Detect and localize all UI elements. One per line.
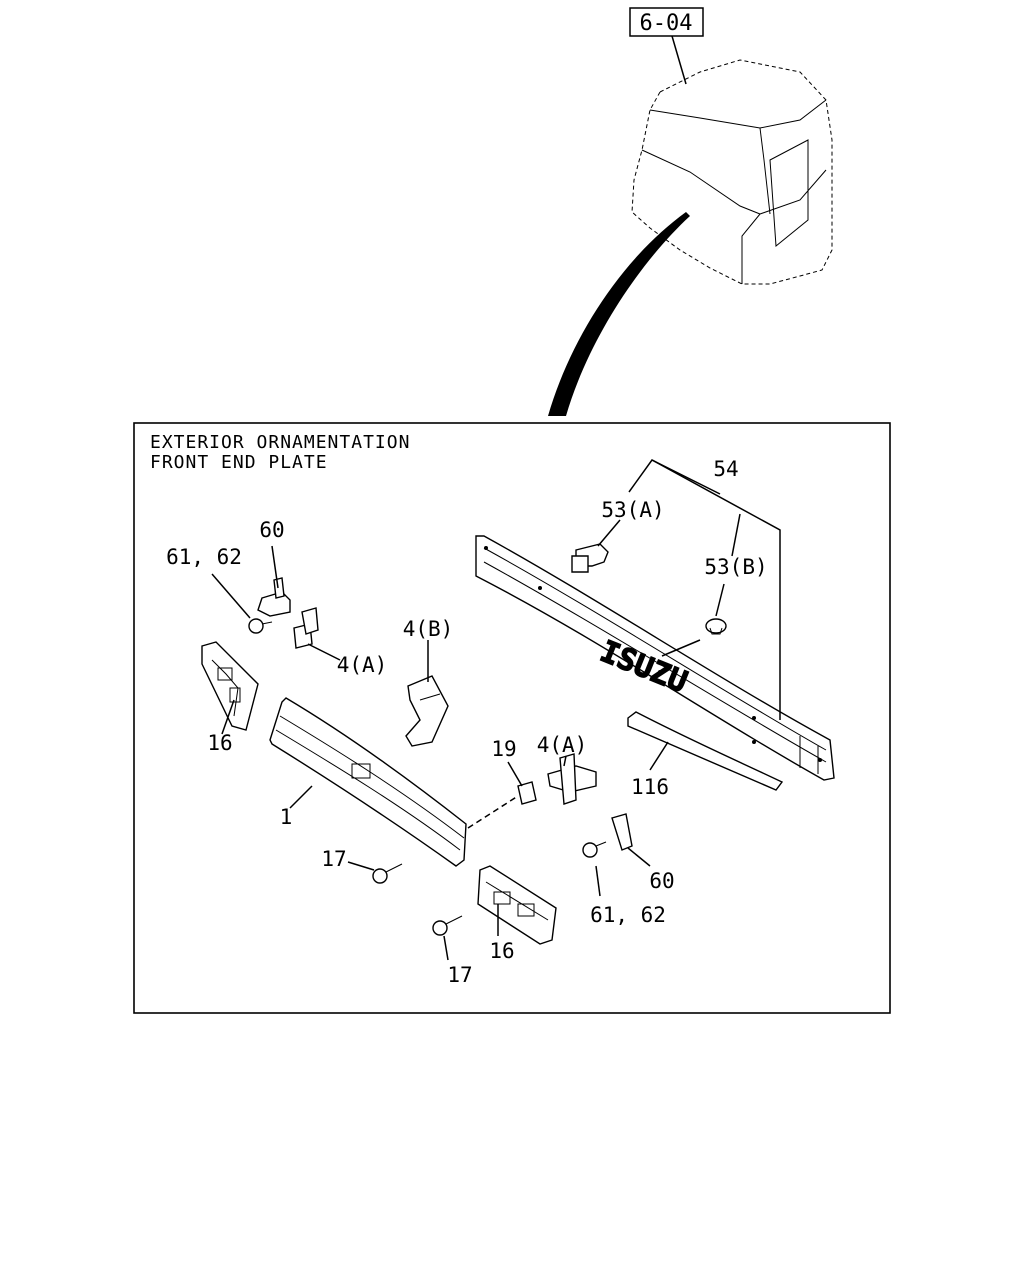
detail-frame <box>133 422 891 1014</box>
callout-116: 116 <box>631 775 669 799</box>
bracket-60-bottom[interactable] <box>611 813 633 851</box>
callout-1: 1 <box>280 805 293 829</box>
callout-54: 54 <box>713 457 738 481</box>
callout-6162-bottom: 61, 62 <box>590 903 666 927</box>
callout-16-left: 16 <box>207 731 232 755</box>
callout-6162-top: 61, 62 <box>166 545 242 569</box>
corner-piece-16-bottom[interactable] <box>477 865 557 945</box>
lower-plate-116[interactable] <box>627 711 784 791</box>
grille-1[interactable] <box>269 697 467 867</box>
callout-17-left: 17 <box>321 847 346 871</box>
truck-cab-illustration <box>631 59 833 285</box>
leader-lines <box>211 459 781 961</box>
bolt-6162-bottom[interactable] <box>582 841 607 858</box>
section-title-line1: EXTERIOR ORNAMENTATION <box>150 432 410 453</box>
callout-4a-right: 4(A) <box>537 733 588 757</box>
callout-4a-left: 4(A) <box>337 653 388 677</box>
callout-60-bottom: 60 <box>649 869 674 893</box>
screw-17-bottom[interactable] <box>432 915 463 936</box>
callout-19: 19 <box>491 737 516 761</box>
callout-53a: 53(A) <box>601 498 664 522</box>
reference-box[interactable]: 6-04 <box>629 7 704 37</box>
reference-box-frame <box>629 7 704 37</box>
detail-connector-arrow <box>548 212 690 416</box>
reference-leader <box>671 35 687 85</box>
reference-box-label: 6-04 <box>640 11 693 36</box>
screw-17-left[interactable] <box>372 863 403 884</box>
clip-19[interactable] <box>517 781 537 805</box>
bracket-60-top[interactable] <box>257 577 291 617</box>
callout-17-bottom: 17 <box>447 963 472 987</box>
section-title-line2: FRONT END PLATE <box>150 452 328 473</box>
callout-53b: 53(B) <box>704 555 767 579</box>
callout-4b: 4(B) <box>403 617 454 641</box>
bolt-6162-top[interactable] <box>248 618 273 634</box>
clip-53b[interactable] <box>705 618 727 635</box>
callout-60-top: 60 <box>259 518 284 542</box>
callout-labels: 54 53(A) 53(B) 60 61, 62 4(B) 4(A) 16 1 … <box>166 457 768 987</box>
hinge-4a-right[interactable] <box>547 753 597 805</box>
clip-53a[interactable] <box>571 543 609 573</box>
callout-16-bottom: 16 <box>489 939 514 963</box>
corner-piece-16-left[interactable] <box>201 641 259 731</box>
bracket-4b[interactable] <box>405 675 449 747</box>
hinge-4a-left[interactable] <box>293 607 319 649</box>
